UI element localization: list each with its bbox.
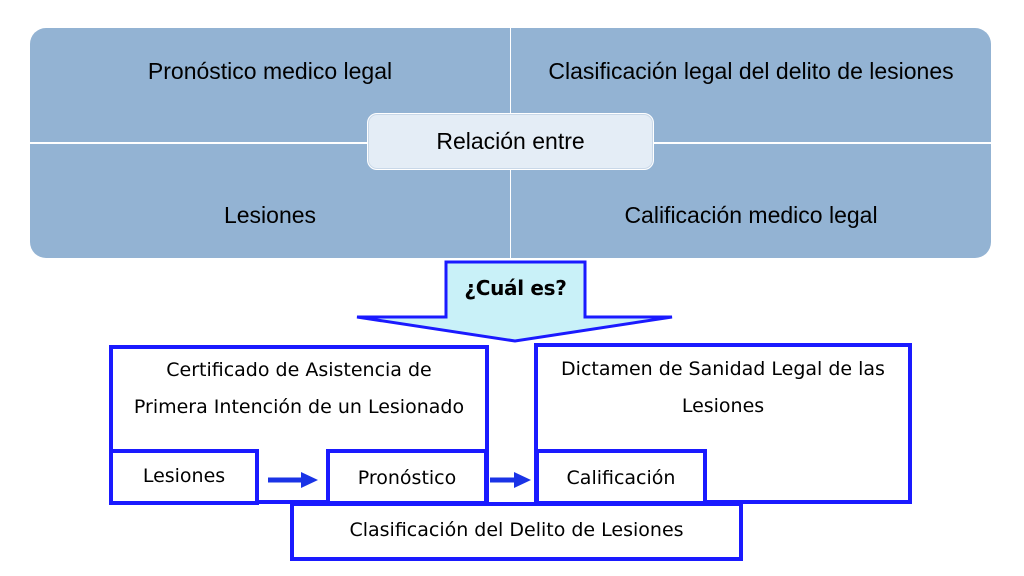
flow-arrow-2: [490, 472, 531, 488]
left-document-title: Certificado de Asistencia de Primera Int…: [115, 352, 483, 426]
right-document-line-1: Dictamen de Sanidad Legal de las: [561, 358, 885, 380]
bottom-classification-box: [290, 502, 743, 561]
step-calificacion-label: Calificación: [566, 467, 676, 489]
down-arrow-label: ¿Cuál es?: [464, 276, 567, 300]
step-lesiones-box: [109, 449, 259, 505]
step-pronostico-label: Pronóstico: [357, 467, 457, 489]
step-pronostico-box: [326, 449, 488, 505]
quadrant-top-left: Pronóstico medico legal: [30, 28, 510, 142]
quadrant-bottom-left-label: Lesiones: [223, 202, 317, 228]
quadrant-bottom-left: Lesiones: [30, 144, 510, 258]
right-document-line-2: Lesiones: [681, 395, 765, 417]
step-calificacion-box: [535, 449, 707, 505]
left-document-line-1: Certificado de Asistencia de: [166, 359, 432, 381]
left-document-line-2: Primera Intención de un Lesionado: [133, 396, 465, 418]
bottom-classification-label: Clasificación del Delito de Lesiones: [349, 519, 684, 541]
quadrant-bottom-right-label: Calificación medico legal: [624, 202, 878, 228]
flow-arrow-1: [268, 472, 318, 488]
quadrant-top-left-label: Pronóstico medico legal: [147, 58, 393, 84]
center-relation-box: Relación entre: [367, 113, 654, 170]
step-lesiones-label: Lesiones: [142, 465, 226, 487]
quadrant-top-right-label: Clasificación legal del delito de lesion…: [548, 58, 954, 84]
down-arrow-shape: [356, 260, 673, 343]
right-document-title: Dictamen de Sanidad Legal de las Lesione…: [540, 351, 906, 425]
center-relation-label: Relación entre: [436, 128, 585, 154]
